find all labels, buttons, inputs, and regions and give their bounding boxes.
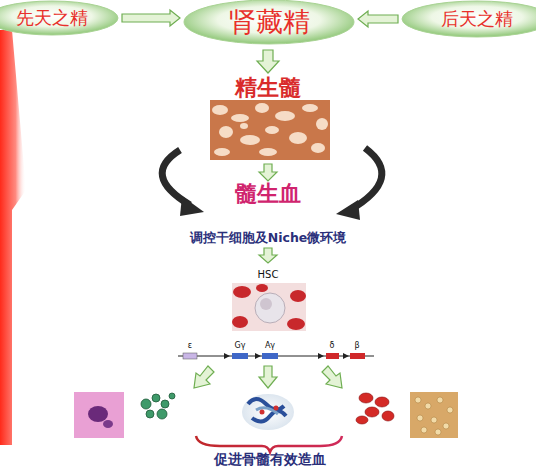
image-frame xyxy=(232,283,306,331)
ellipse-shape xyxy=(0,1,118,35)
node-label: 肾藏精 xyxy=(229,4,310,40)
down-arrow xyxy=(257,50,279,73)
molecule-chain xyxy=(248,399,286,422)
hemoglobin-molecule xyxy=(242,394,294,430)
ellipse-node: 先天之精 xyxy=(0,1,118,35)
gene-box xyxy=(232,353,248,359)
stem-cell xyxy=(255,293,285,323)
arrow-head xyxy=(180,196,204,216)
red-side-arrow xyxy=(0,30,26,445)
gene-box xyxy=(262,353,278,359)
hsc-image xyxy=(232,283,306,331)
text-label: HSC xyxy=(258,270,279,280)
hollow-arrow xyxy=(122,10,180,26)
text-label: 髓生血 xyxy=(235,182,301,204)
ellipse-node: 后天之精 xyxy=(402,1,536,37)
bracket xyxy=(196,436,342,452)
gene-box xyxy=(350,353,365,359)
node-label: 后天之精 xyxy=(441,7,513,31)
micrograph-image xyxy=(410,392,458,438)
cell-nucleus xyxy=(260,298,272,310)
hollow-arrow xyxy=(358,11,398,27)
green-cells xyxy=(141,393,175,419)
ellipse-shape xyxy=(402,1,536,37)
text-label: δ xyxy=(330,342,335,350)
text-label: Aγ xyxy=(265,342,275,350)
text-label: Gγ xyxy=(235,342,246,350)
gene-locus xyxy=(178,353,374,359)
curved-arrow xyxy=(350,148,382,210)
stained-cell-image xyxy=(74,392,124,438)
stained-cell xyxy=(88,406,108,422)
down-arrow xyxy=(194,366,214,388)
gene-box xyxy=(326,353,339,359)
text-label: 促进骨髓有效造血 xyxy=(214,452,326,466)
down-arrow xyxy=(259,248,277,263)
ellipse-node: 肾藏精 xyxy=(184,0,354,44)
down-arrow xyxy=(259,366,277,388)
stained-cell xyxy=(103,420,113,428)
down-arrow xyxy=(259,164,277,181)
curved-arrow xyxy=(162,150,190,205)
bone-block xyxy=(210,100,330,160)
bottom-images xyxy=(74,392,458,438)
ellipse-shape xyxy=(184,0,354,44)
gene-box xyxy=(183,353,197,359)
arrow-head xyxy=(336,200,360,220)
curved-arrows xyxy=(162,148,382,210)
text-label: 调控干细胞及Niche微环境 xyxy=(190,232,347,245)
red-cells xyxy=(232,284,306,330)
red-blood-cells xyxy=(356,393,394,424)
heme xyxy=(260,410,265,415)
text-label: ε xyxy=(188,342,192,350)
bone-texture xyxy=(210,100,330,160)
text-label: 精生髓 xyxy=(235,76,301,98)
node-label: 先天之精 xyxy=(16,6,88,30)
down-arrows xyxy=(194,50,342,388)
molecule-halo xyxy=(242,394,294,430)
gene-arrows xyxy=(224,353,349,359)
down-arrow xyxy=(322,366,342,388)
micrograph-cells xyxy=(415,397,453,435)
heme xyxy=(274,406,279,411)
bone-pores xyxy=(212,103,328,156)
text-label: β xyxy=(354,342,359,350)
